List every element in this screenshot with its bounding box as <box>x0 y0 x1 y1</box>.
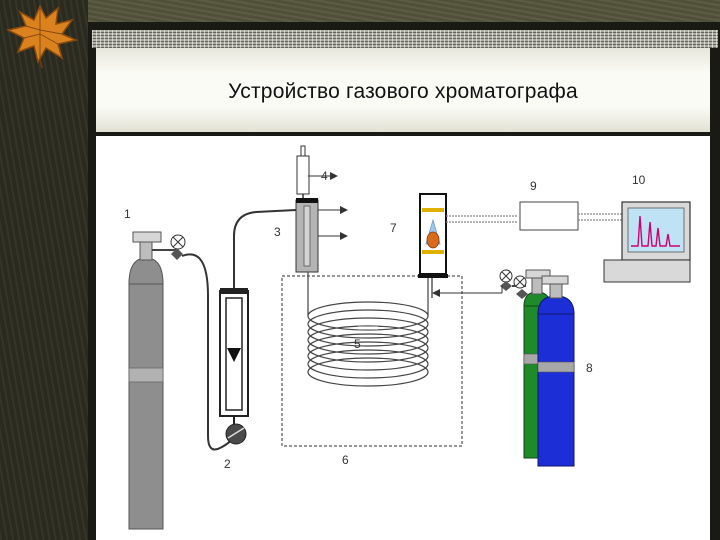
flame-ionization-detector <box>418 193 518 298</box>
pressure-valve-icon-2 <box>499 269 526 293</box>
label-6: 6 <box>342 453 349 467</box>
left-decor-strip <box>0 0 88 540</box>
page-title: Устройство газового хроматографа <box>228 80 578 103</box>
label-7: 7 <box>390 221 397 235</box>
diagram-panel: 1 2 3 4 5 6 7 8 9 10 <box>96 136 710 540</box>
pump-icon <box>225 416 247 445</box>
label-3: 3 <box>274 225 281 239</box>
label-1: 1 <box>124 207 131 221</box>
label-8: 8 <box>586 361 593 375</box>
flow-meter <box>219 288 249 417</box>
gas-line-2 <box>233 209 297 288</box>
column-thermostat <box>281 275 463 447</box>
signal-amplifier <box>519 201 579 231</box>
chromatograph-diagram: 1 2 3 4 5 6 7 8 9 10 <box>124 145 691 530</box>
label-2: 2 <box>224 457 231 471</box>
chromatographic-column <box>307 255 433 387</box>
label-5: 5 <box>354 337 361 351</box>
blue-gas-cylinder <box>537 275 575 467</box>
carrier-gas-cylinder <box>128 231 164 530</box>
autumn-leaf-icon <box>5 4 79 69</box>
pressure-valve-icon <box>152 234 186 260</box>
detector-gas-line <box>432 289 502 297</box>
title-band-texture <box>92 30 718 48</box>
syringe <box>296 145 338 202</box>
pressure-valve-icon-3 <box>513 275 528 299</box>
top-decor-strip <box>88 0 720 22</box>
label-9: 9 <box>530 179 537 193</box>
recorder-monitor <box>603 201 691 283</box>
label-10: 10 <box>632 173 646 187</box>
label-4: 4 <box>321 169 328 183</box>
title-band <box>96 48 710 132</box>
injector <box>295 198 348 273</box>
